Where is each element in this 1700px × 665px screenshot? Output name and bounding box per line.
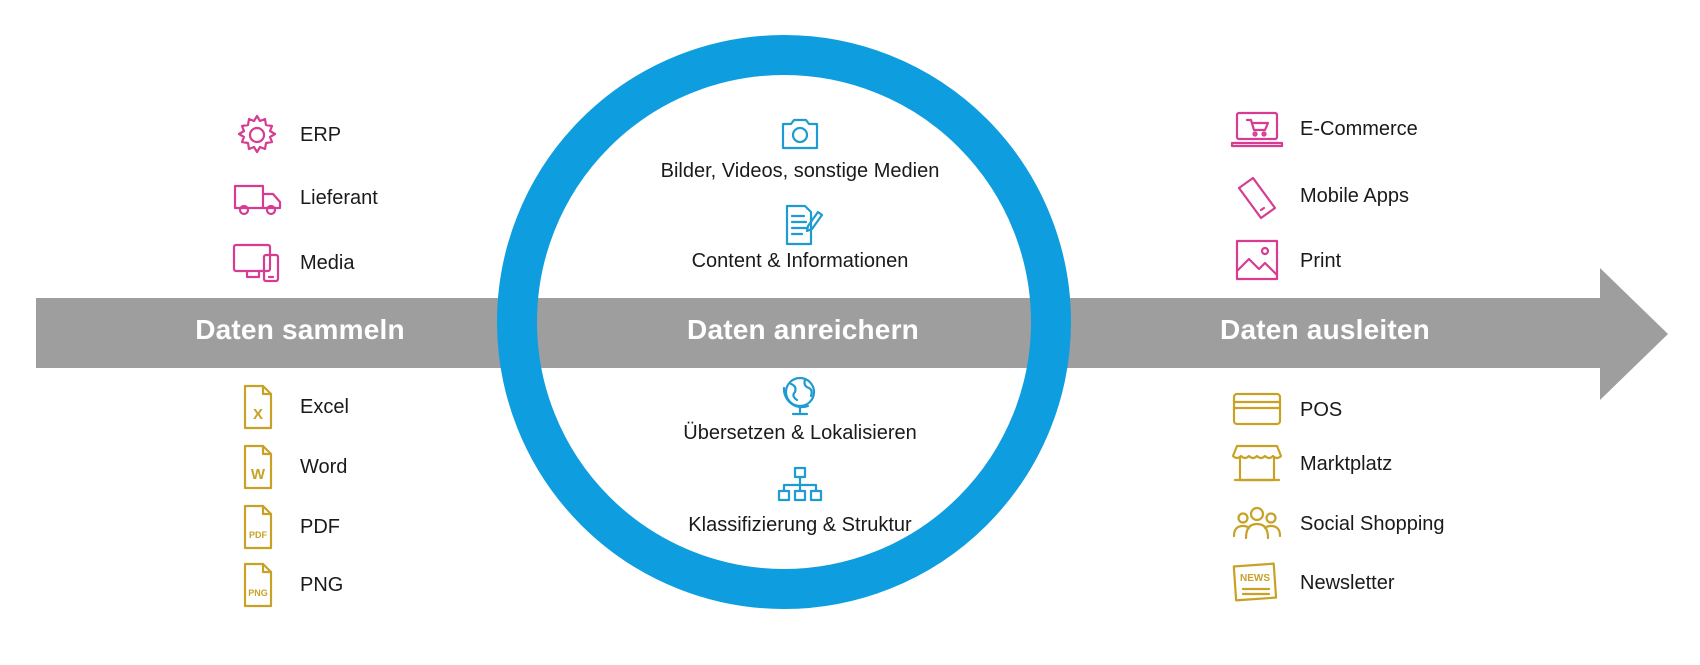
output-item-mobile: Mobile Apps xyxy=(1230,173,1409,220)
svg-text:X: X xyxy=(253,406,263,423)
word-file-icon: W xyxy=(230,444,284,490)
svg-text:PNG: PNG xyxy=(248,588,268,598)
newspaper-icon: NEWS xyxy=(1230,560,1284,606)
stage-label-export: Daten ausleiten xyxy=(1220,314,1430,345)
devices-icon xyxy=(230,240,284,286)
stage-label-collect: Daten sammeln xyxy=(195,314,405,345)
source-label: Word xyxy=(300,455,348,478)
output-label: Newsletter xyxy=(1300,571,1395,594)
output-label: Print xyxy=(1300,249,1342,272)
truck-icon xyxy=(230,175,284,221)
pdf-file-icon: PDF xyxy=(230,504,284,550)
storefront-icon xyxy=(1230,441,1284,487)
source-item-erp: ERP xyxy=(230,112,341,158)
output-label: Marktplatz xyxy=(1300,452,1393,475)
output-label: E-Commerce xyxy=(1300,117,1418,140)
image-icon xyxy=(1230,238,1284,284)
enrich-item-classification: Klassifizierung & Struktur xyxy=(500,466,1100,537)
source-item-media: Media xyxy=(230,240,354,286)
source-item-png: PNG PNG xyxy=(230,562,343,608)
enrich-label: Content & Informationen xyxy=(691,250,909,272)
source-label: PDF xyxy=(300,515,340,538)
hierarchy-icon xyxy=(777,466,823,502)
credit-card-icon xyxy=(1230,387,1284,433)
people-icon xyxy=(1230,501,1284,547)
laptop-cart-icon xyxy=(1230,106,1284,152)
gear-icon xyxy=(230,112,284,158)
source-label: PNG xyxy=(300,573,344,596)
enrich-item-media: Bilder, Videos, sonstige Medien xyxy=(500,112,1100,183)
enrich-item-translation: Übersetzen & Lokalisieren xyxy=(500,374,1100,445)
source-label: ERP xyxy=(300,123,342,146)
enrich-label: Übersetzen & Lokalisieren xyxy=(683,422,917,444)
svg-text:W: W xyxy=(251,466,266,483)
document-edit-icon xyxy=(785,204,824,246)
source-item-pdf: PDF PDF xyxy=(230,504,340,550)
output-label: Social Shopping xyxy=(1300,512,1445,535)
output-item-pos: POS xyxy=(1230,387,1342,433)
source-label: Excel xyxy=(300,395,349,418)
source-item-excel: X Excel xyxy=(230,384,349,430)
enrich-item-content: Content & Informationen xyxy=(500,202,1100,273)
svg-text:NEWS: NEWS xyxy=(1240,573,1270,584)
stage-label-enrich: Daten anreichern xyxy=(687,314,919,345)
globe-icon xyxy=(782,376,816,416)
output-item-ecommerce: E-Commerce xyxy=(1230,106,1418,152)
output-item-social-shopping: Social Shopping xyxy=(1230,501,1445,547)
source-label: Media xyxy=(300,251,355,274)
source-item-word: W Word xyxy=(230,444,347,490)
output-label: Mobile Apps xyxy=(1300,184,1409,207)
smartphone-icon xyxy=(1230,173,1284,220)
output-item-marketplace: Marktplatz xyxy=(1230,441,1392,487)
enrich-label: Klassifizierung & Struktur xyxy=(688,514,912,536)
enrich-label: Bilder, Videos, sonstige Medien xyxy=(660,160,940,182)
output-item-print: Print xyxy=(1230,238,1341,284)
output-label: POS xyxy=(1300,398,1343,421)
output-item-newsletter: NEWS Newsletter xyxy=(1230,560,1394,606)
process-arrow-head xyxy=(1600,268,1668,400)
svg-text:PDF: PDF xyxy=(249,530,268,540)
excel-file-icon: X xyxy=(230,384,284,430)
png-file-icon: PNG xyxy=(230,562,284,608)
camera-icon xyxy=(781,118,819,150)
source-label: Lieferant xyxy=(300,186,378,209)
source-item-supplier: Lieferant xyxy=(230,175,378,221)
